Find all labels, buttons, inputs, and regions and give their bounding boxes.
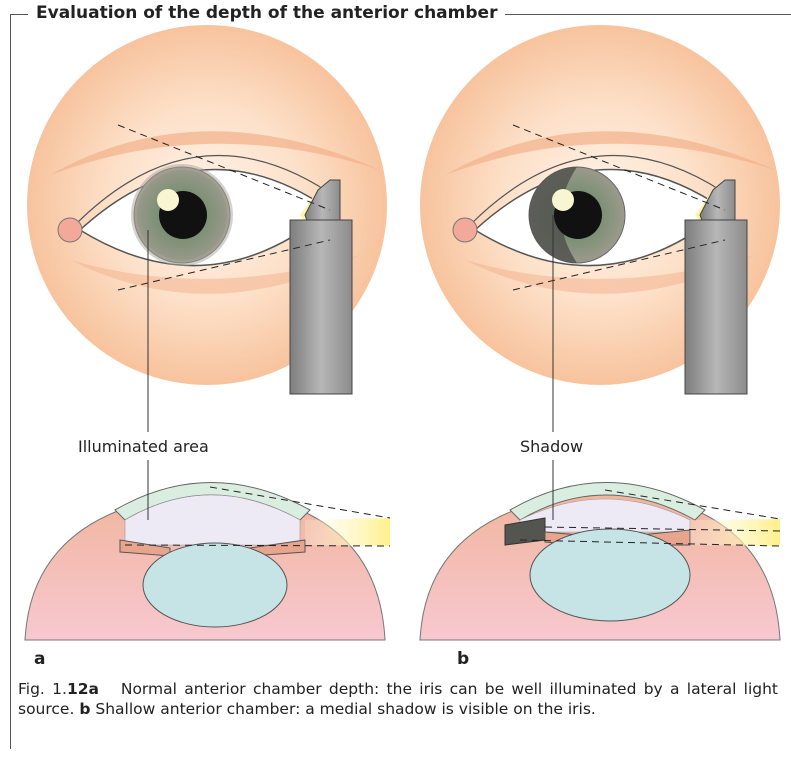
caption-label-a: a [89,680,99,698]
figure-caption: Fig. 1.12a Normal anterior chamber depth… [18,679,778,719]
panel-label-b: b [457,649,469,669]
eye-b-front [420,25,780,394]
eye-a-front [27,25,387,394]
label-illuminated-area: Illuminated area [78,437,209,456]
cross-section-b [420,483,780,641]
caption-text-b: Shallow anterior chamber: a medial shado… [95,700,595,718]
caption-fig-prefix: Fig. 1. [18,680,67,698]
caption-fig-number: 12 [67,680,89,698]
caption-label-b: b [79,700,90,718]
label-shadow: Shadow [520,437,583,456]
panel-label-a: a [34,649,45,669]
cross-section-a [25,483,390,641]
